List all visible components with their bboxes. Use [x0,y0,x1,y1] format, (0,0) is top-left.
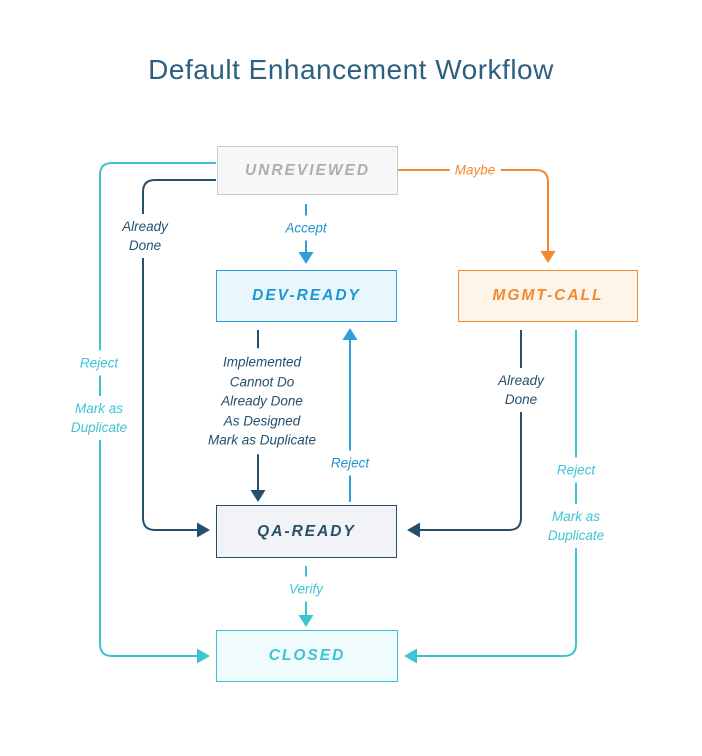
arrowhead-closed-left-icon [197,648,210,664]
label-left-mark-duplicate: Mark as Duplicate [60,396,138,440]
arrowhead-dev-top-icon [298,252,314,264]
label-verify: Verify [283,576,329,602]
label-accept: Accept [280,215,332,241]
label-right-reject: Reject [551,457,601,483]
label-mid-reject: Reject [325,450,375,476]
edge-unreviewed-to-qa-line [142,179,216,531]
node-mgmt-call: MGMT-CALL [458,270,638,322]
arrowhead-closed-top-icon [298,615,314,627]
node-closed-label: CLOSED [268,647,346,664]
reason-implemented: Implemented [222,354,302,370]
node-closed: CLOSED [216,630,398,682]
node-unreviewed-label: UNREVIEWED [244,161,371,179]
reason-already-done: Already Done [221,393,303,409]
edge-mgmt-to-closed-line [417,330,577,657]
node-dev-ready-label: DEV-READY [252,287,361,304]
arrowhead-closed-right-icon [404,648,417,664]
arrowhead-qa-top-icon [250,490,266,502]
label-right-mark-duplicate: Mark as Duplicate [537,504,615,548]
node-qa-ready-label: QA-READY [257,522,356,540]
label-maybe: Maybe [449,157,501,183]
edge-maybe-line [398,169,549,251]
arrowhead-mgmt-top-icon [540,251,556,263]
node-mgmt-call-label: MGMT-CALL [492,287,604,304]
arrowhead-qa-right-icon [407,522,420,538]
label-dev-to-qa-reasons: Implemented Cannot Do Already Done As De… [199,348,325,454]
label-left-already-done: Already Done [113,214,177,258]
reason-mark-as-duplicate: Mark as Duplicate [207,432,317,448]
reason-as-designed: As Designed [223,412,301,428]
edge-mgmt-to-qa-line [420,330,522,531]
reason-cannot-do: Cannot Do [229,373,295,389]
node-unreviewed: UNREVIEWED [217,146,398,195]
node-dev-ready: DEV-READY [216,270,397,322]
arrowhead-qa-left-icon [197,522,210,538]
node-qa-ready: QA-READY [216,505,397,558]
label-right-already-done: Already Done [489,368,553,412]
label-left-reject: Reject [74,350,124,376]
arrowhead-dev-bottom-icon [342,328,358,340]
diagram-title: Default Enhancement Workflow [148,54,554,85]
